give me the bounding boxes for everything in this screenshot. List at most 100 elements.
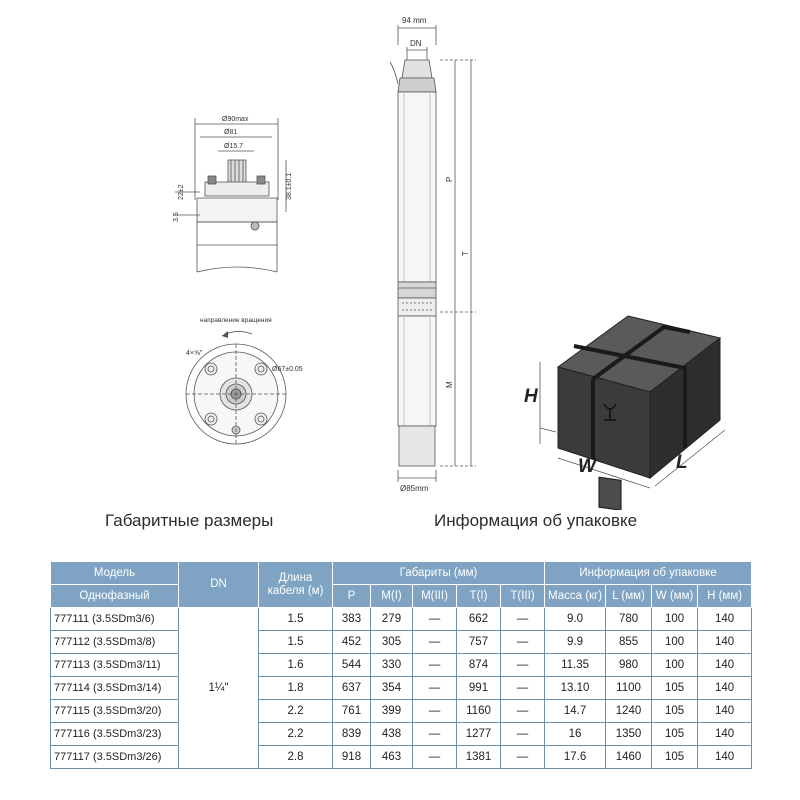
cell-t3: — [499,676,546,700]
dim-38-1: 38.1±0.1 [286,173,293,200]
cell-mass: 17.6 [544,745,607,769]
dim-81: Ø81 [224,129,237,136]
cell-model: 777115 (3.5SDm3/20) [50,699,179,723]
cell-w: 100 [651,607,699,631]
cell-h: 140 [697,699,753,723]
cell-p: 839 [332,722,371,746]
header-dims: Габариты (мм) [331,561,546,585]
cell-mass: 16 [544,722,607,746]
cell-p: 544 [332,653,371,677]
dim-90max: Ø90max [222,116,249,123]
dim-3-5: 3.5 [173,212,180,222]
cell-p: 637 [332,676,371,700]
cell-t3: — [499,745,546,769]
dim-94mm: 94 mm [402,16,427,25]
cell-p: 383 [332,607,371,631]
cell-m1: 438 [370,722,413,746]
cell-m1: 399 [370,699,413,723]
cell-dn: 1¼" [178,607,259,769]
header-l: L (мм) [605,584,653,608]
cell-t1: 1381 [456,745,501,769]
cell-model: 777116 (3.5SDm3/23) [50,722,179,746]
cell-cable: 1.6 [258,653,333,677]
cell-m3: — [412,653,457,677]
cell-w: 105 [651,722,699,746]
header-mass: Масса (кг) [544,584,607,608]
box-dim-l: L [676,452,688,473]
cell-l: 1350 [605,722,653,746]
cell-mass: 13.10 [544,676,607,700]
dim-85mm: Ø85mm [400,484,429,493]
caption-dimensions: Габаритные размеры [105,511,274,530]
cell-cable: 2.8 [258,745,333,769]
cell-cable: 2.2 [258,722,333,746]
cell-mass: 11.35 [544,653,607,677]
cell-m1: 305 [370,630,413,654]
cell-model: 777117 (3.5SDm3/26) [50,745,179,769]
fragile-glass-icon [603,403,617,421]
cell-l: 980 [605,653,653,677]
cell-p: 452 [332,630,371,654]
cell-model: 777114 (3.5SDm3/14) [50,676,179,700]
header-m1: M(I) [370,584,413,608]
cell-cable: 2.2 [258,699,333,723]
cell-m1: 463 [370,745,413,769]
cell-h: 140 [697,722,753,746]
rotation-label: направление вращения [200,317,272,324]
dim-15-7: Ø15.7 [224,143,243,150]
cell-m3: — [412,699,457,723]
cell-w: 105 [651,676,699,700]
cell-cable: 1.5 [258,607,333,631]
cell-cable: 1.8 [258,676,333,700]
dim-dn: DN [410,39,422,48]
cell-t1: 662 [456,607,501,631]
cell-w: 105 [651,745,699,769]
cell-m3: — [412,630,457,654]
cell-h: 140 [697,630,753,654]
cell-model: 777111 (3.5SDm3/6) [50,607,179,631]
cell-l: 1240 [605,699,653,723]
arrow-head-icon [222,331,228,338]
box-dim-h: H [524,386,539,407]
dim-m: M [445,381,454,388]
cell-m3: — [412,745,457,769]
cell-t3: — [499,699,546,723]
header-pack: Информация об упаковке [544,561,753,585]
cell-w: 100 [651,653,699,677]
cell-p: 761 [332,699,371,723]
cell-l: 855 [605,630,653,654]
cell-mass: 14.7 [544,699,607,723]
cell-mass: 9.0 [544,607,607,631]
box-dim-w: W [578,456,598,477]
header-h: H (мм) [697,584,753,608]
pump-head-detail [175,118,287,273]
header-t1: T(I) [456,584,501,608]
header-model: Модель [50,561,179,585]
cell-m1: 330 [370,653,413,677]
header-w: W (мм) [651,584,699,608]
cell-h: 140 [697,676,753,700]
bolt-label: 4×⅝" [186,350,203,357]
header-cable: Длина кабеля (м) [258,561,333,608]
cell-l: 780 [605,607,653,631]
cell-t1: 991 [456,676,501,700]
cell-l: 1460 [605,745,653,769]
cell-model: 777113 (3.5SDm3/11) [50,653,179,677]
cell-m1: 354 [370,676,413,700]
flange-top-view [185,343,287,445]
cell-m3: — [412,676,457,700]
cell-t3: — [499,722,546,746]
cell-w: 105 [651,699,699,723]
header-single-phase: Однофазный [50,584,179,608]
cell-model: 777112 (3.5SDm3/8) [50,630,179,654]
cell-l: 1100 [605,676,653,700]
cell-t1: 757 [456,630,501,654]
pump-vertical-drawing [389,25,476,482]
cell-h: 140 [697,607,753,631]
cell-t1: 1160 [456,699,501,723]
